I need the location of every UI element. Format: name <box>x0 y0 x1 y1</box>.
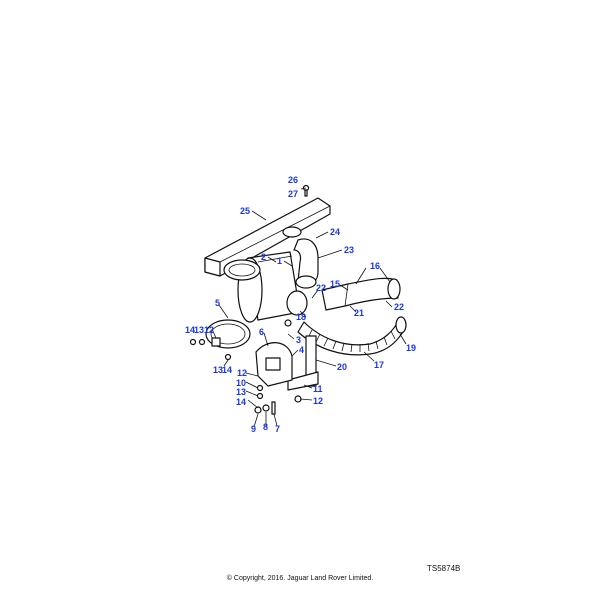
callout-9: 9 <box>251 424 257 434</box>
callout-17: 17 <box>374 360 385 370</box>
air-cleaner-housing <box>223 251 308 323</box>
callout-19: 19 <box>406 343 417 353</box>
callout-12-top: 12 <box>204 325 215 335</box>
callout-22-upper: 22 <box>316 283 327 293</box>
callout-27: 27 <box>288 189 299 199</box>
support-bracket <box>255 342 293 387</box>
callout-14-mid: 14 <box>222 365 233 375</box>
callout-16: 16 <box>370 261 381 271</box>
copyright-notice: © Copyright, 2016. Jaguar Land Rover Lim… <box>226 575 374 582</box>
clamp-band <box>205 319 251 349</box>
callout-8: 8 <box>263 422 269 432</box>
callout-23: 23 <box>344 245 355 255</box>
drawing-reference: TS5874B <box>427 564 461 573</box>
callout-7: 7 <box>275 424 281 434</box>
callout-14-low: 14 <box>236 397 247 407</box>
callout-4: 4 <box>299 345 305 355</box>
corrugated-hose <box>297 316 407 356</box>
callout-12-mid: 12 <box>237 368 248 378</box>
fasteners <box>189 184 310 415</box>
callout-5: 5 <box>215 298 221 308</box>
callout-11: 11 <box>313 384 323 394</box>
callout-2: 2 <box>261 252 267 262</box>
intake-duct <box>321 277 401 311</box>
down-pipe <box>287 335 319 391</box>
callout-21: 21 <box>354 308 365 318</box>
callout-22-lower: 22 <box>394 302 405 312</box>
leader-lines <box>211 187 407 428</box>
callout-25: 25 <box>240 206 251 216</box>
callout-15: 15 <box>330 279 341 289</box>
elbow-hose <box>282 226 319 289</box>
callout-24: 24 <box>330 227 341 237</box>
callout-13-mid: 13 <box>213 365 224 375</box>
callout-3: 3 <box>296 335 302 345</box>
callout-20: 20 <box>337 362 348 372</box>
callout-6: 6 <box>259 327 265 337</box>
mounting-bracket <box>204 197 331 277</box>
callout-1: 1 <box>277 256 283 266</box>
callout-14-top: 14 <box>185 325 196 335</box>
callout-10: 10 <box>236 378 247 388</box>
callout-12-low: 12 <box>313 396 324 406</box>
callout-18: 18 <box>296 312 307 322</box>
callout-26: 26 <box>288 175 299 185</box>
callout-13-low: 13 <box>236 387 247 397</box>
callout-13-top: 13 <box>194 325 205 335</box>
